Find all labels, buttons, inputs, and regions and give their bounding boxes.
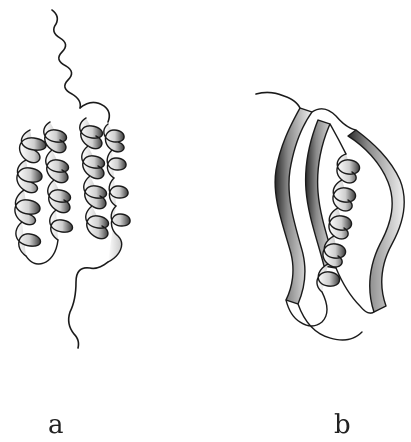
panel-b-lower-tail bbox=[298, 304, 362, 340]
panel-label-a: a bbox=[48, 412, 64, 438]
panel-a-c-terminal-coil bbox=[69, 262, 108, 348]
panel-b-strand-1 bbox=[275, 108, 312, 304]
panel-a-helix-1 bbox=[15, 130, 46, 256]
panel-a-n-terminal-coil bbox=[52, 10, 80, 108]
panel-b-helix-entry-loop bbox=[330, 124, 346, 154]
panel-a-helix-2 bbox=[44, 122, 73, 240]
panel-b-c-terminal-loop bbox=[336, 268, 374, 313]
panel-a-helix-4 bbox=[104, 124, 130, 262]
panel-b-strand-3 bbox=[348, 130, 404, 312]
panel-label-b: b bbox=[334, 412, 351, 438]
panel-a-structure bbox=[15, 10, 130, 348]
panel-b-structure bbox=[256, 92, 404, 340]
panel-b-n-terminal-coil bbox=[256, 92, 300, 108]
